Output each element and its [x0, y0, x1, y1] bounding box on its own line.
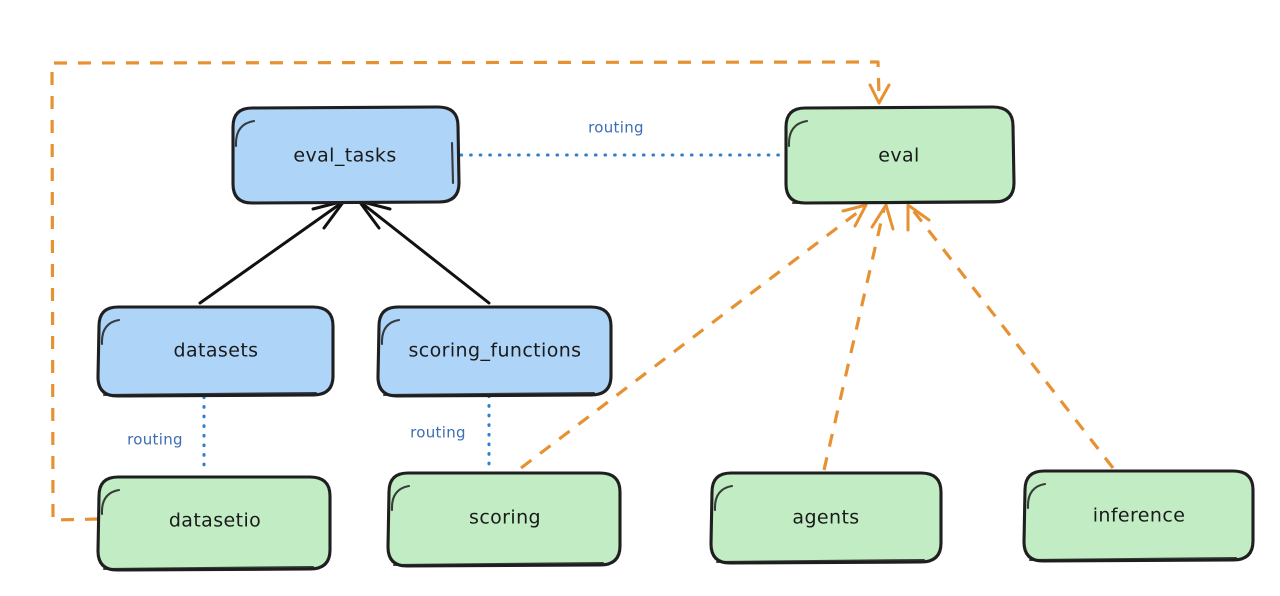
node-eval[interactable]: eval — [784, 105, 1016, 205]
node-label-datasets: datasets — [174, 340, 259, 362]
node-label-scoring: scoring — [469, 507, 541, 529]
node-eval_tasks[interactable]: eval_tasks — [231, 105, 461, 205]
edge-agents-to-eval — [822, 203, 895, 471]
node-datasetio[interactable]: datasetio — [96, 475, 332, 572]
node-label-datasetio: datasetio — [169, 510, 261, 532]
node-label-eval: eval — [878, 145, 919, 167]
node-inference[interactable]: inference — [1022, 469, 1255, 563]
node-scoring_functions[interactable]: scoring_functions — [376, 305, 613, 398]
edge-datasetio-to-eval — [50, 60, 891, 522]
node-label-agents: agents — [792, 507, 859, 529]
edge-scoring-to-eval — [520, 203, 868, 470]
node-datasets[interactable]: datasets — [96, 305, 335, 398]
node-label-inference: inference — [1093, 505, 1186, 527]
node-agents[interactable]: agents — [709, 471, 943, 565]
edge-label-routing-datasets-datasetio: routing — [127, 431, 183, 449]
edge-inference-to-eval — [906, 203, 1115, 469]
node-label-eval_tasks: eval_tasks — [293, 145, 396, 167]
node-scoring[interactable]: scoring — [386, 471, 622, 568]
node-label-scoring_functions: scoring_functions — [409, 340, 582, 362]
edge-label-routing-eval_tasks-eval: routing — [588, 119, 644, 137]
edge-label-routing-scoring_functions-scoring: routing — [410, 424, 466, 442]
